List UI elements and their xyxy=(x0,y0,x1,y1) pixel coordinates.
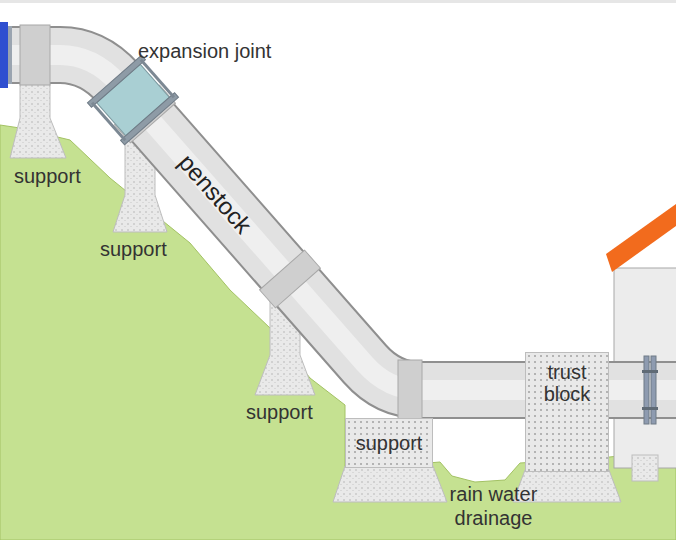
joint-flange xyxy=(87,55,145,107)
block-label: support xyxy=(352,432,426,454)
part-label: support xyxy=(246,401,313,424)
pipe-collar xyxy=(398,360,422,420)
penstock-pipe xyxy=(0,55,676,390)
thrust-block: trust block xyxy=(525,352,609,472)
pipe-outline xyxy=(0,55,676,390)
expansion-joint xyxy=(97,64,170,135)
joint-flange xyxy=(121,93,179,145)
flange-bolt xyxy=(642,370,658,373)
part-label: rain water drainage xyxy=(436,482,551,530)
ruler-strip xyxy=(0,0,676,3)
turbine-flange xyxy=(651,356,656,424)
part-label: expansion joint xyxy=(138,40,271,63)
support-footing xyxy=(333,466,447,502)
part-label: support xyxy=(100,238,167,261)
house-footing xyxy=(632,455,658,481)
joint-tie-rod xyxy=(91,102,126,141)
pipe-collar xyxy=(260,250,321,308)
pipe-highlight xyxy=(0,55,676,390)
block-label: trust block xyxy=(534,361,600,405)
turbine-flange xyxy=(644,356,649,424)
flange-bolt xyxy=(642,407,658,410)
pipe-collar xyxy=(20,25,50,85)
pipe-label: penstock xyxy=(162,136,269,252)
powerhouse-roof xyxy=(606,204,676,272)
inlet-flange xyxy=(0,22,8,88)
part-label: support xyxy=(14,165,81,188)
support-block: support xyxy=(345,418,433,468)
joint-tie-rod xyxy=(140,59,175,98)
inlet-flange xyxy=(8,26,12,84)
